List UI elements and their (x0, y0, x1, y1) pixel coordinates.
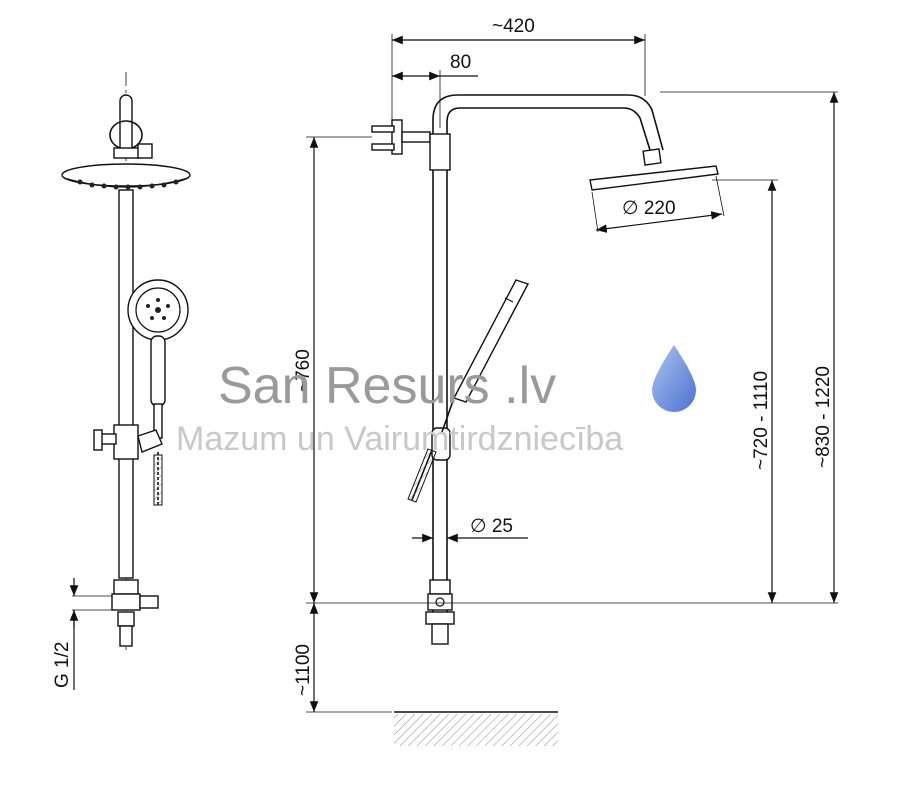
front-bottom-nut (113, 579, 139, 595)
head-diameter-label: ∅ 220 (622, 198, 676, 219)
front-view: G 1/2 (52, 72, 191, 690)
floor-height-label: ~1100 (293, 644, 314, 696)
side-riser-outer (432, 94, 664, 620)
side-wall-screw-top (371, 125, 395, 133)
side-inlet (431, 623, 449, 645)
side-top-clamp (429, 133, 451, 171)
watermark: San Resurs .lv Mazum un Vairumtirdzniecī… (176, 345, 696, 458)
watermark-brand: San Resurs .lv (218, 357, 556, 415)
front-top-arm (119, 94, 133, 156)
total-height-range-label: ~830 - 1220 (813, 366, 834, 468)
rail-height-range-label: ~720 - 1110 (751, 371, 772, 470)
side-rain-head (589, 165, 719, 191)
side-hand-shower (452, 279, 530, 403)
front-hand-shower-handle (150, 335, 166, 407)
rail-diameter-label: ∅ 25 (470, 516, 513, 537)
front-inlet-nut (117, 611, 135, 627)
side-view: ~420 80 ∅ 220 ∅ 25 ~760 ~1100 ~720 - 111… (293, 16, 839, 746)
water-drop-icon (652, 345, 696, 412)
front-valve-body (111, 593, 141, 611)
inlet-thread-label: G 1/2 (52, 642, 73, 688)
front-valve-side (139, 595, 159, 609)
side-holder-link (441, 397, 455, 433)
side-riser-inner (446, 107, 651, 620)
floor-hatch (394, 714, 558, 746)
front-riser-pipe (118, 189, 134, 579)
front-hose-connector (137, 429, 163, 453)
side-inlet-nut (425, 611, 455, 625)
side-wall-screw-bottom (371, 143, 395, 151)
front-connector (113, 147, 141, 159)
side-wall-arm (401, 131, 431, 143)
front-diverter-handle (93, 429, 103, 451)
front-inlet (119, 625, 133, 647)
front-swivel (137, 143, 153, 159)
wall-offset-label: 80 (450, 52, 471, 73)
front-rain-head-nozzles (77, 179, 179, 190)
overall-width-label: ~420 (492, 16, 535, 37)
side-valve (427, 593, 453, 611)
side-bottom-nut (429, 579, 451, 595)
side-head-joint (642, 148, 662, 166)
rail-height-label: ~760 (293, 349, 314, 392)
watermark-tagline: Mazum un Vairumtirdzniecība (176, 420, 623, 458)
front-diverter-body (113, 424, 139, 460)
